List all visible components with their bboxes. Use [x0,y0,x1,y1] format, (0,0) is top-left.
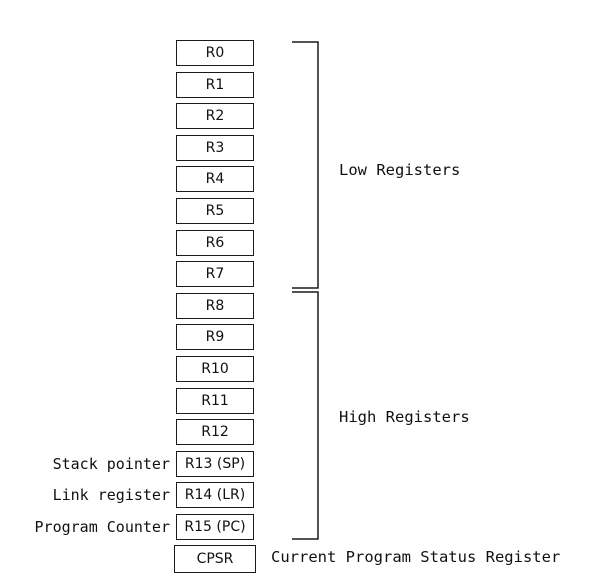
register-cpsr: CPSR [174,545,256,573]
cpsr-description: Current Program Status Register [271,548,561,566]
low-registers-bracket [292,41,319,289]
register-box: R3 [176,135,254,161]
register-box: R0 [176,40,254,66]
register-box: R10 [176,356,254,382]
register-box: R1 [176,72,254,98]
register-side-label: Link register [52,486,170,504]
register-box: R7 [176,261,254,287]
high-registers-bracket [292,291,319,540]
register-box: R11 [176,388,254,414]
register-box: R6 [176,230,254,256]
register-box: R15 (PC) [176,514,254,540]
register-box: R8 [176,293,254,319]
register-box: R4 [176,166,254,192]
register-box: R2 [176,103,254,129]
high-registers-label: High Registers [339,408,470,426]
register-box: R13 (SP) [176,451,254,477]
register-box: R5 [176,198,254,224]
register-side-label: Program Counter [34,518,170,536]
register-box: R14 (LR) [176,482,254,508]
low-registers-label: Low Registers [339,161,461,179]
register-side-label: Stack pointer [52,455,170,473]
register-box: R9 [176,324,254,350]
register-box: R12 [176,419,254,445]
